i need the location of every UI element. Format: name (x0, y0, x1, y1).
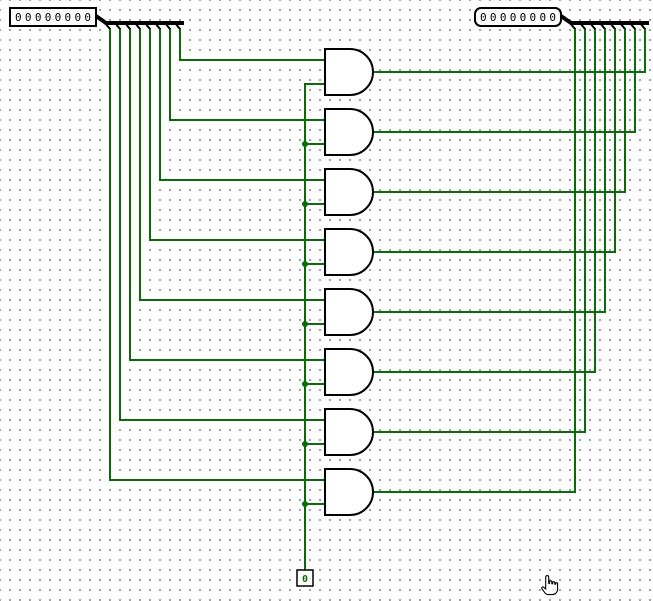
and-gate-1[interactable] (324, 48, 374, 96)
constant-body (296, 569, 314, 587)
splitter-branch (144, 22, 151, 30)
wire-input-gate3[interactable] (159, 28, 326, 181)
splitter-branch (114, 22, 121, 30)
splitter-branch (599, 22, 606, 30)
splitter-branch (164, 22, 171, 30)
wire-input-gate2[interactable] (169, 28, 326, 121)
hand-cursor (541, 574, 559, 596)
wire-junction (302, 261, 308, 267)
pin-body (474, 7, 562, 27)
constant-value: 0 (302, 574, 308, 585)
splitter-branch (639, 22, 646, 30)
wire-output-gate7[interactable] (374, 28, 586, 433)
wire-output-gate2[interactable] (374, 28, 636, 133)
wire-output-gate5[interactable] (374, 28, 606, 313)
wire-junction (302, 501, 308, 507)
wire-junction (302, 201, 308, 207)
wire-input-gate8[interactable] (109, 28, 326, 481)
wire-junction (302, 441, 308, 447)
wire-junctions (302, 141, 308, 507)
splitter-branch (154, 22, 161, 30)
wire-output-gate8[interactable] (374, 28, 576, 493)
splitter-branch (619, 22, 626, 30)
and-gate-7[interactable] (324, 408, 374, 456)
and-gate-5[interactable] (324, 288, 374, 336)
wire-input-gate6[interactable] (129, 28, 326, 361)
splitter-branch (174, 22, 181, 30)
and-gate-6[interactable] (324, 348, 374, 396)
splitter-branch (124, 22, 131, 30)
splitter-branch (579, 22, 586, 30)
splitter-branch (629, 22, 636, 30)
wire-junction (302, 381, 308, 387)
splitter-branch (569, 22, 576, 30)
splitter-branch (134, 22, 141, 30)
and-gate-3[interactable] (324, 168, 374, 216)
wire-output-gate6[interactable] (374, 28, 596, 373)
and-gate-2[interactable] (324, 108, 374, 156)
wire-input-gate1[interactable] (179, 28, 326, 61)
wire-output-gate3[interactable] (374, 28, 626, 193)
splitter-branch (589, 22, 596, 30)
and-gate-4[interactable] (324, 228, 374, 276)
wire-input-gate5[interactable] (139, 28, 326, 301)
wire-output-gate4[interactable] (374, 28, 616, 253)
pin-body (9, 7, 97, 27)
hand-cursor-shape (541, 574, 559, 596)
wire-junction (302, 141, 308, 147)
wire-junction (302, 321, 308, 327)
input-pin-left[interactable]: 00000000 (9, 7, 97, 27)
splitter-right[interactable] (559, 14, 649, 30)
wire-input-gate7[interactable] (119, 28, 326, 421)
splitter-branch (104, 22, 111, 30)
and-gate-8[interactable] (324, 468, 374, 516)
constant-component[interactable]: 0 (296, 569, 314, 587)
splitter-branch (609, 22, 616, 30)
wire-input-gate4[interactable] (149, 28, 326, 241)
output-pin-right[interactable]: 00000000 (474, 7, 562, 27)
wires (109, 28, 646, 571)
splitter-left[interactable] (94, 14, 184, 30)
splitter-spine (94, 14, 184, 25)
wire-output-gate1[interactable] (374, 28, 646, 73)
splitter-spine (559, 14, 649, 25)
